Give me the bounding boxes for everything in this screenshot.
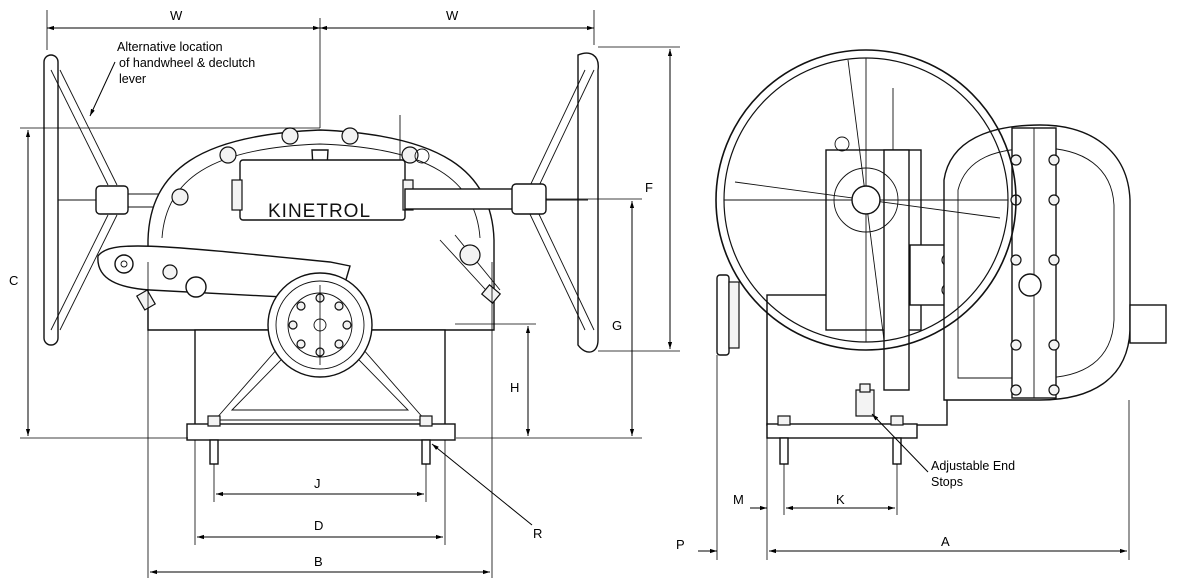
dim-k: K: [783, 464, 898, 515]
dim-a-label: A: [941, 534, 950, 549]
dim-p-label: P: [676, 537, 685, 552]
endstops-note-line2: Stops: [931, 475, 963, 489]
handwheel-note-line3: lever: [119, 72, 146, 86]
dim-a: A: [769, 400, 1130, 560]
dim-p: P: [676, 355, 718, 560]
dim-w-right-label: W: [446, 8, 459, 23]
handwheel-note-line2: of handwheel & declutch: [119, 56, 255, 70]
dim-b-label: B: [314, 554, 323, 569]
dim-w-left: W: [46, 8, 320, 50]
dim-m-label: M: [733, 492, 744, 507]
dim-j-label: J: [314, 476, 321, 491]
side-handwheel: [715, 49, 1017, 351]
dim-b: B: [147, 262, 493, 578]
dim-r: R: [431, 443, 542, 541]
dim-w-left-label: W: [170, 8, 183, 23]
handwheel-note: Alternative location of handwheel & decl…: [89, 40, 255, 117]
dim-d: D: [194, 440, 446, 545]
handwheel-note-line1: Alternative location: [117, 40, 223, 54]
dim-m: M: [733, 300, 768, 560]
dim-j: J: [213, 464, 427, 502]
dim-r-label: R: [533, 526, 542, 541]
brand-label: KINETROL: [268, 201, 371, 222]
dim-f-label: F: [645, 180, 653, 195]
endstops-note-line1: Adjustable End: [931, 459, 1015, 473]
dim-c: C: [9, 127, 320, 439]
front-view: KINETROL: [9, 8, 680, 578]
dim-f: F: [598, 46, 680, 352]
endstops-note: Adjustable End Stops: [871, 413, 1015, 489]
main-handwheel: [511, 52, 599, 353]
dim-h: H: [455, 323, 536, 436]
dim-g: G: [456, 198, 642, 439]
dim-k-label: K: [836, 492, 845, 507]
dim-g-label: G: [612, 318, 622, 333]
dim-w-right: W: [320, 8, 595, 45]
side-view: M K P A Adjustable End Stops: [676, 49, 1167, 560]
dim-c-label: C: [9, 273, 18, 288]
dim-d-label: D: [314, 518, 323, 533]
dim-h-label: H: [510, 380, 519, 395]
